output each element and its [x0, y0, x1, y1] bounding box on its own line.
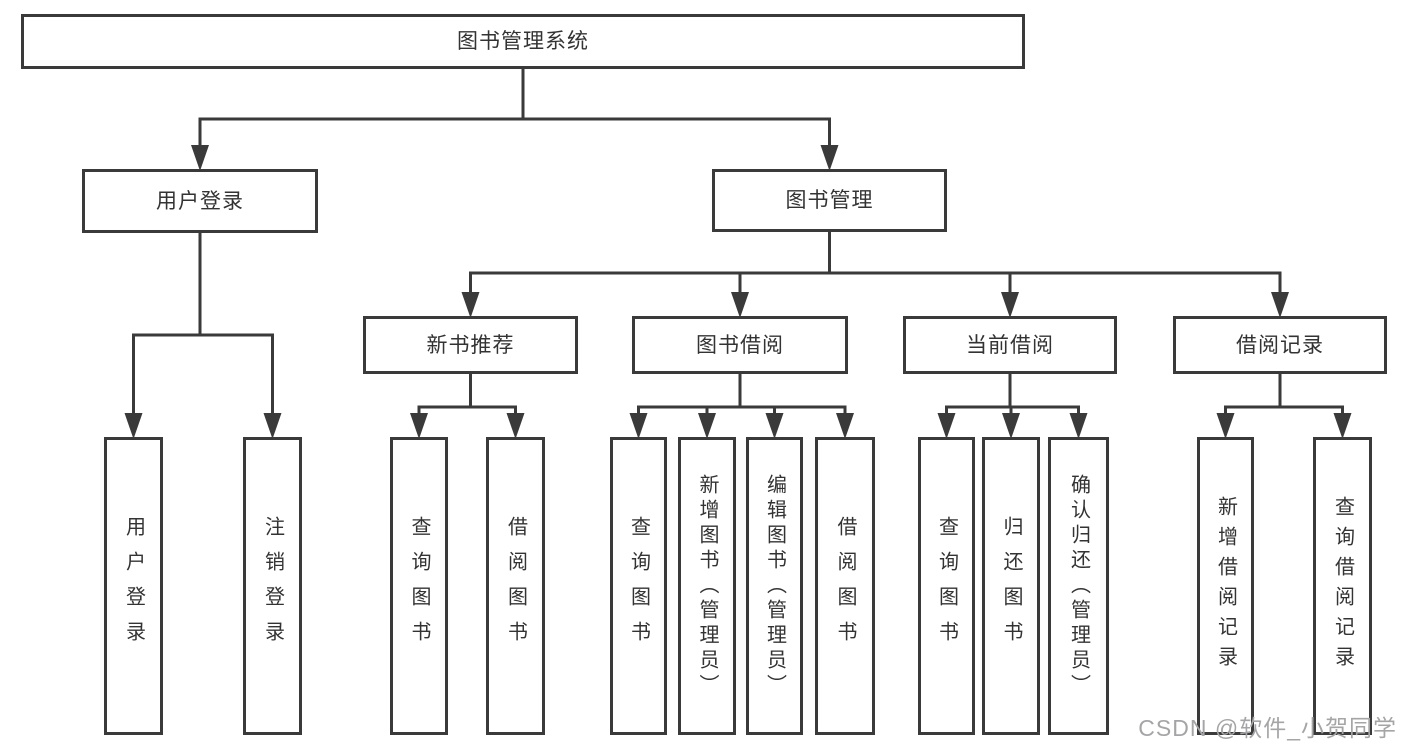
node-label: 图书管理	[785, 189, 874, 212]
node-leaf-bor-add: 新增图书（管理员）	[678, 437, 736, 735]
node-leaf-new-query: 查询图书	[390, 437, 448, 735]
node-new-book-recommend: 新书推荐	[363, 316, 578, 374]
node-label: 新增借阅记录	[1214, 496, 1237, 676]
node-leaf-rec-query: 查询借阅记录	[1313, 437, 1372, 735]
node-user-login-module: 用户登录	[82, 169, 318, 233]
node-label: 借阅图书	[504, 516, 527, 656]
node-label: 新书推荐	[426, 333, 515, 357]
node-leaf-cur-return: 归还图书	[982, 437, 1040, 735]
node-label: 查询图书	[408, 516, 430, 656]
node-label: 归还图书	[1000, 516, 1022, 656]
node-leaf-bor-query: 查询图书	[610, 437, 667, 735]
node-book-borrowing: 图书借阅	[632, 316, 848, 374]
watermark: CSDN @软件_小贺同学	[1138, 715, 1397, 741]
node-leaf-bor-borrow: 借阅图书	[815, 437, 875, 735]
node-label: 当前借阅	[966, 333, 1054, 357]
node-borrowing-records: 借阅记录	[1173, 316, 1387, 374]
node-leaf-rec-add: 新增借阅记录	[1197, 437, 1254, 735]
node-current-borrowing: 当前借阅	[903, 316, 1117, 374]
node-label: 新增图书（管理员）	[696, 473, 718, 699]
node-leaf-logout: 注销登录	[243, 437, 302, 735]
node-label: 借阅记录	[1236, 333, 1324, 357]
node-label: 图书借阅	[696, 333, 784, 357]
node-label: 借阅图书	[834, 516, 856, 656]
node-leaf-cur-confirm: 确认归还（管理员）	[1048, 437, 1109, 735]
node-leaf-bor-edit: 编辑图书（管理员）	[746, 437, 803, 735]
node-leaf-cur-query: 查询图书	[918, 437, 975, 735]
node-book-management: 图书管理	[712, 169, 947, 232]
node-leaf-new-borrow: 借阅图书	[486, 437, 545, 735]
node-root: 图书管理系统	[21, 14, 1025, 69]
node-label: 确认归还（管理员）	[1067, 473, 1090, 699]
node-label: 图书管理系统	[457, 30, 589, 53]
node-label: 用户登录	[156, 189, 244, 213]
node-label: 编辑图书（管理员）	[763, 473, 786, 699]
node-leaf-user-login: 用户登录	[104, 437, 163, 735]
node-label: 查询图书	[627, 516, 650, 656]
node-label: 用户登录	[122, 516, 145, 656]
node-label: 查询图书	[935, 516, 958, 656]
node-label: 查询借阅记录	[1331, 496, 1354, 676]
node-label: 注销登录	[261, 516, 284, 656]
